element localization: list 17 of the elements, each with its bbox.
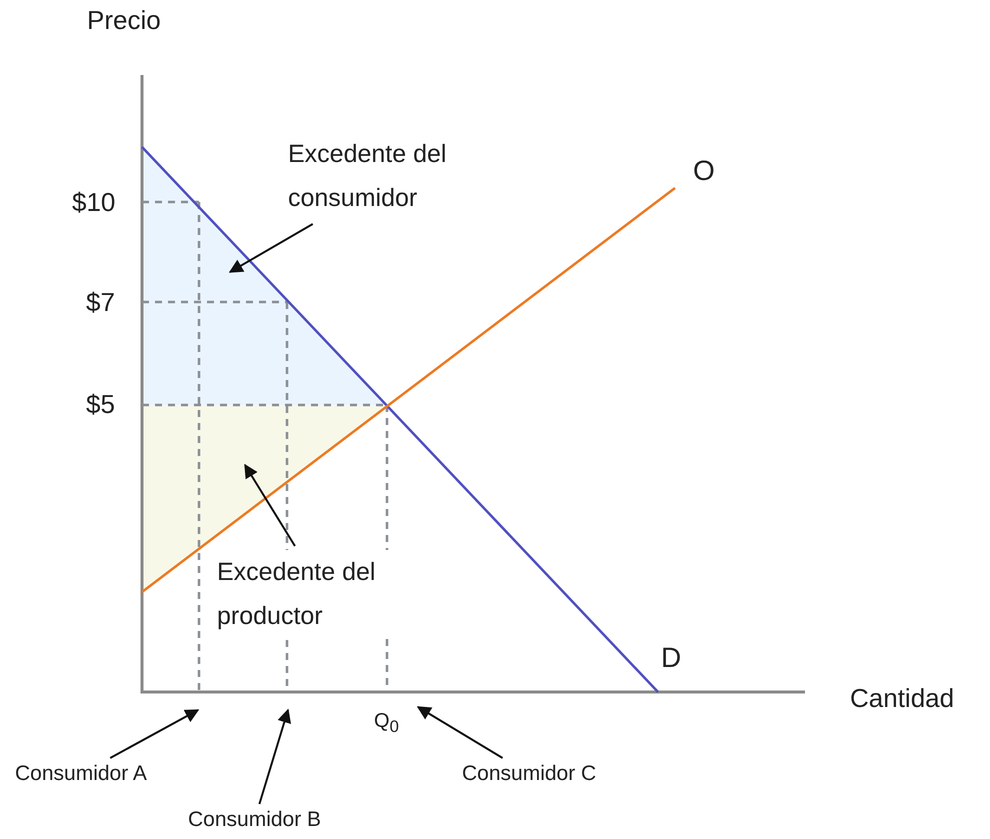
surplus-area bbox=[142, 405, 387, 592]
axis-title: Precio bbox=[87, 6, 161, 35]
leader-arrow bbox=[110, 709, 200, 759]
price-tick-label: $5 bbox=[86, 390, 115, 419]
axis-title: Cantidad bbox=[850, 684, 954, 713]
leader-arrow bbox=[258, 708, 292, 804]
quantity-tick-label: Q$_{0}$ bbox=[374, 710, 399, 736]
price-tick-label: $10 bbox=[72, 188, 116, 217]
leader-arrow bbox=[416, 706, 504, 759]
curve-label: D bbox=[661, 643, 682, 674]
consumer-label: Consumidor C bbox=[462, 762, 596, 786]
curve-label: O bbox=[693, 156, 715, 187]
leader-arrow bbox=[244, 464, 296, 547]
consumer-label: Consumidor A bbox=[15, 762, 147, 786]
consumer-label: Consumidor B bbox=[188, 808, 322, 832]
leader-arrow bbox=[228, 223, 314, 273]
price-tick-label: $7 bbox=[86, 288, 115, 317]
